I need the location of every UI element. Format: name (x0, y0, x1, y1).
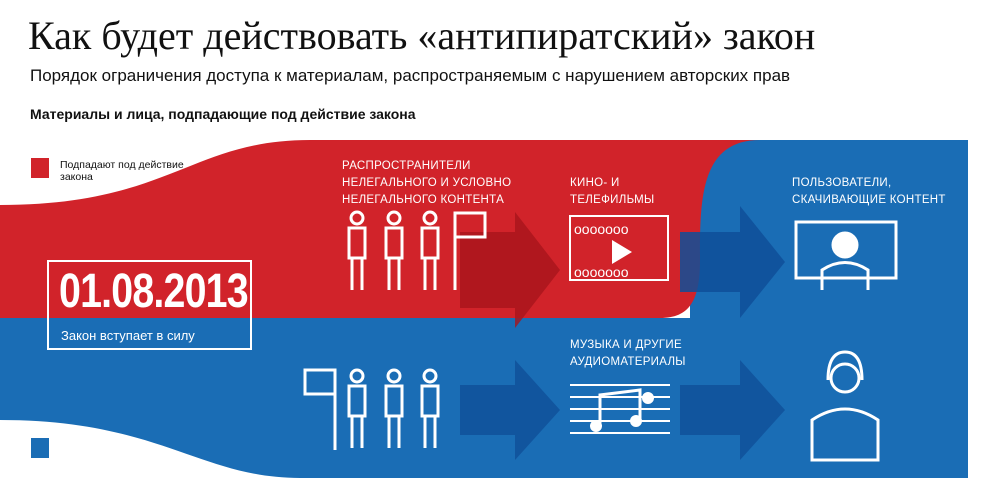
svg-text:ooooooo: ooooooo (574, 264, 629, 280)
legend-swatch-red (31, 158, 49, 178)
arrow-icon (680, 360, 785, 460)
effective-date: 01.08.2013 (59, 265, 249, 318)
user-headphones-icon (810, 350, 880, 462)
pirates-icon (303, 368, 440, 450)
label-distributors: Распространители нелегального и условно … (342, 160, 512, 206)
label-music: Музыка и другие аудиоматериалы (570, 339, 686, 368)
film-icon: ooooooo ooooooo (569, 215, 669, 281)
user-at-computer-icon (794, 220, 898, 290)
effective-date-caption: Закон вступает в силу (61, 328, 195, 343)
music-notes-icon (570, 384, 670, 434)
legend-swatch-blue (31, 438, 49, 458)
pirates-icon (347, 210, 487, 290)
legend-covered: Подпадают под действие закона (60, 159, 184, 183)
label-users: Пользователи, скачивающие контент (792, 177, 946, 206)
label-films: Кино- и телефильмы (570, 177, 655, 206)
effective-date-box: 01.08.2013 Закон вступает в силу (47, 260, 252, 350)
arrow-icon (460, 360, 560, 460)
page-title: Как будет действовать «антипиратский» за… (28, 13, 816, 58)
legend-not-covered: Не подпадают под действие закона (60, 440, 151, 464)
page-subtitle: Порядок ограничения доступа к материалам… (30, 66, 791, 85)
section-heading: Материалы и лица, подпадающие под действ… (30, 106, 416, 122)
svg-text:ooooooo: ooooooo (574, 221, 629, 237)
arrow-icon (460, 212, 560, 328)
arrow-icon (680, 206, 785, 318)
